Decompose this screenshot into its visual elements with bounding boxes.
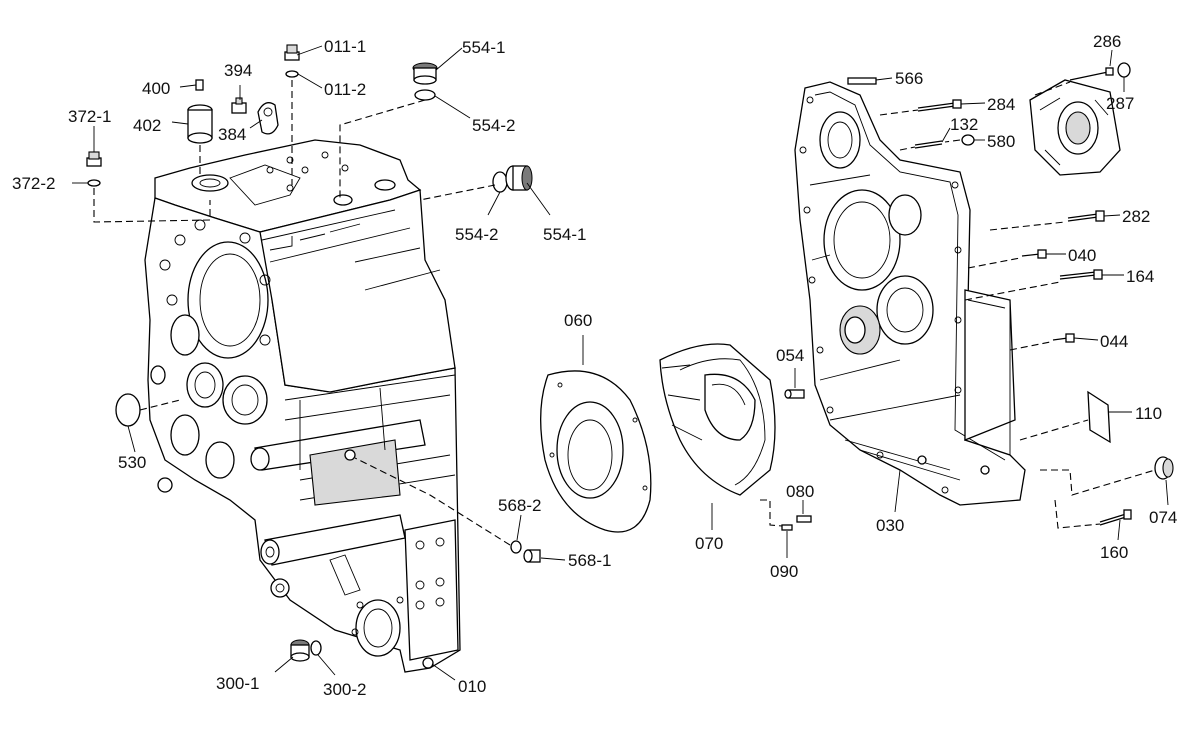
pin-090 <box>781 524 793 531</box>
callout-132: 132 <box>950 115 978 134</box>
assembly-dashed-lines <box>93 80 1156 546</box>
bolt-044 <box>1052 333 1075 343</box>
bolt-040 <box>1021 249 1047 259</box>
callout-580: 580 <box>987 132 1015 151</box>
pin-080 <box>796 515 812 523</box>
callout-284: 284 <box>987 95 1015 114</box>
callout-400: 400 <box>142 79 170 98</box>
callout-286: 286 <box>1093 32 1121 51</box>
callout-030: 030 <box>876 516 904 535</box>
gasket-110 <box>1087 390 1111 444</box>
intermediate-housing-030 <box>794 81 1026 506</box>
seal-ring-554-2-top <box>414 89 436 101</box>
plug-568-1 <box>523 549 541 563</box>
callout-110: 110 <box>1135 404 1162 423</box>
seal-ring-011-2 <box>285 70 299 78</box>
callout-530: 530 <box>118 453 146 472</box>
callout-384: 384 <box>218 125 246 144</box>
callout-080: 080 <box>786 482 814 501</box>
callout-011-1: 011-1 <box>324 37 366 56</box>
dowel-566 <box>847 77 877 85</box>
screw-400 <box>195 79 204 91</box>
callout-011-2: 011-2 <box>324 80 366 99</box>
callout-300-1: 300-1 <box>216 674 259 693</box>
seal-ring-568-2 <box>510 540 522 554</box>
bolt-284 <box>917 99 962 112</box>
callout-040: 040 <box>1068 246 1096 265</box>
bolt-160 <box>1099 509 1132 526</box>
screw-132 <box>914 140 943 149</box>
seal-ring-554-2-side <box>492 171 508 193</box>
callout-074: 074 <box>1149 508 1177 527</box>
gearbox-housing-010 <box>144 139 461 673</box>
callout-554-1-top: 554-1 <box>462 38 505 57</box>
callout-060: 060 <box>564 311 592 330</box>
callout-300-2: 300-2 <box>323 680 366 699</box>
callout-554-2-top: 554-2 <box>472 116 515 135</box>
callout-010: 010 <box>458 677 486 696</box>
callout-164: 164 <box>1126 267 1154 286</box>
callout-394: 394 <box>224 61 252 80</box>
cover-286-assembly <box>1029 79 1121 176</box>
plug-580 <box>961 134 975 146</box>
washer-287 <box>1117 62 1131 78</box>
plug-372-1 <box>86 151 102 167</box>
callout-044: 044 <box>1100 332 1128 351</box>
callout-372-2: 372-2 <box>12 174 55 193</box>
callout-287: 287 <box>1106 94 1134 113</box>
callout-372-1: 372-1 <box>68 107 111 126</box>
callout-282: 282 <box>1122 207 1150 226</box>
callout-568-2: 568-2 <box>498 496 541 515</box>
bolt-164 <box>1059 269 1103 280</box>
callout-090: 090 <box>770 562 798 581</box>
callout-566: 566 <box>895 69 923 88</box>
plug-300-1 <box>290 639 310 662</box>
callout-554-2-side: 554-2 <box>455 225 498 244</box>
leader-lines <box>72 45 1169 681</box>
pin-054 <box>784 389 805 399</box>
seal-ring-300-2 <box>310 640 322 656</box>
cover-plate-070 <box>659 343 776 496</box>
callout-402: 402 <box>133 116 161 135</box>
callout-070: 070 <box>695 534 723 553</box>
sleeve-402 <box>187 104 213 144</box>
screw-286 <box>1069 67 1114 81</box>
o-ring-530 <box>115 393 141 427</box>
callout-568-1: 568-1 <box>568 551 611 570</box>
cap-074 <box>1154 456 1174 480</box>
callout-160: 160 <box>1100 543 1128 562</box>
plug-554-1-side <box>505 165 533 191</box>
callout-554-1-side: 554-1 <box>543 225 586 244</box>
disc-060 <box>540 370 652 533</box>
callout-labels: 011-1 011-2 554-1 554-2 400 394 402 384 … <box>12 32 1177 699</box>
screw-394 <box>231 97 247 114</box>
plug-011-1 <box>284 44 300 61</box>
bracket-384 <box>257 102 279 135</box>
seal-ring-372-2 <box>87 179 101 187</box>
plug-554-1-top <box>412 62 438 85</box>
callout-054: 054 <box>776 346 804 365</box>
bolt-282 <box>1067 210 1105 222</box>
